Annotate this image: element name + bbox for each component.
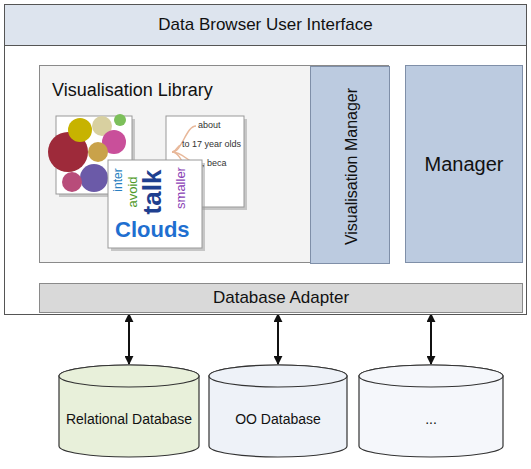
manager-panel: Manager [405,65,523,263]
node-label: OO Database [214,410,342,427]
node-label: Visualisation Library [52,80,213,101]
double-arrow [277,314,279,364]
thumbnail-word: inter [112,168,124,191]
thumbnail-word: talk [139,170,165,215]
database-cylinder: OO Database [208,364,348,458]
thumbnail-word: to 17 year olds [182,140,241,149]
double-arrow [128,314,130,364]
node-label: Manager [406,153,522,176]
double-arrow [430,314,432,364]
adapter-bar: Database Adapter [39,283,523,313]
library-box: Visualisation Library Visualisation Manag… [39,65,389,263]
thumbnail-word: smaller [174,167,187,209]
ui-frame: Data Browser User Interface Visualisatio… [4,4,527,315]
database-cylinder: ... [358,364,504,458]
node-label: Database Adapter [40,284,522,312]
node-label: Data Browser User Interface [5,5,526,46]
node-label: Relational Database [64,410,194,427]
node-label: Visualisation Manager [342,75,361,257]
thumbnail-word: avoid [126,176,139,207]
thumbnail-word: Clouds [115,219,190,241]
thumbnail-word: , beca [202,159,227,168]
node-label: ... [364,410,498,427]
manager-panel: Visualisation Manager [310,66,390,264]
database-cylinder: Relational Database [58,364,200,458]
thumbnail-word: about [198,121,221,130]
